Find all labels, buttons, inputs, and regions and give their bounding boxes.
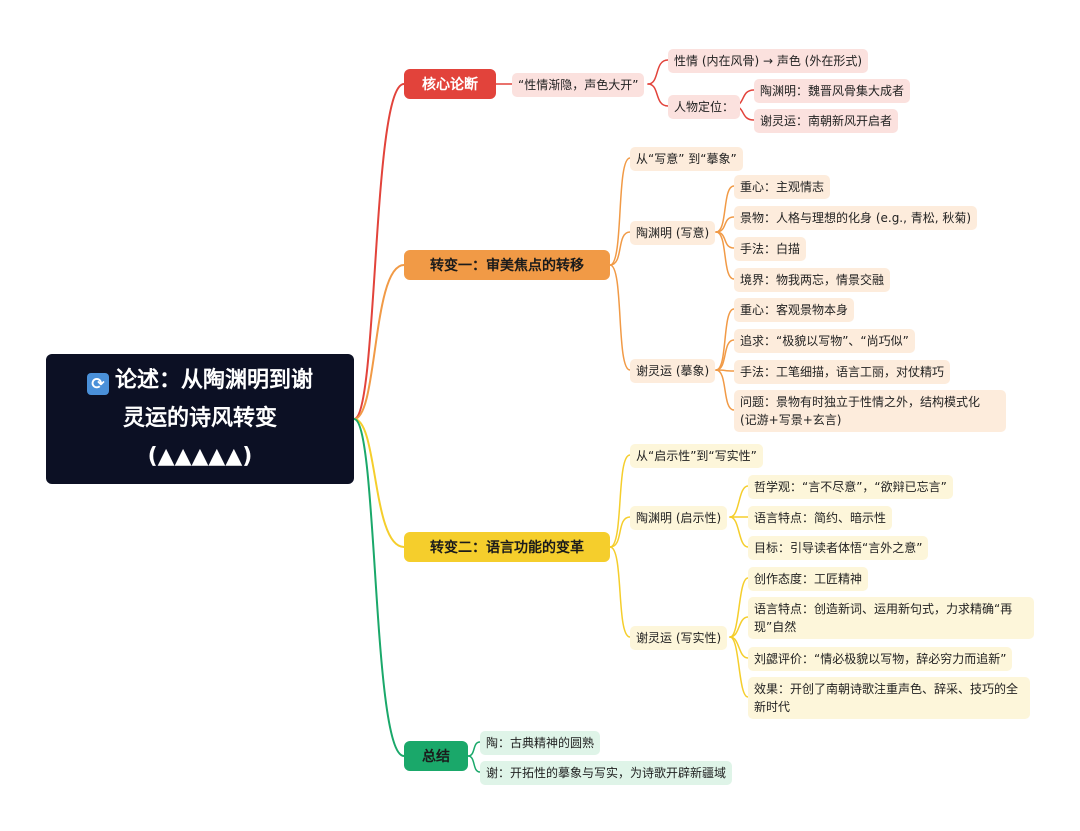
root-topic[interactable]: ⟳论述：从陶渊明到谢 灵运的诗风转变 (▲▲▲▲▲)	[46, 354, 354, 484]
shift2-tao-label[interactable]: 陶渊明 (启示性)	[630, 506, 728, 530]
shift1-xie-item[interactable]: 问题：景物有时独立于性情之外，结构模式化 (记游+写景+玄言)	[734, 390, 1006, 432]
shift1-xie-label[interactable]: 谢灵运 (摹象)	[630, 359, 716, 383]
shift2-tao-item[interactable]: 语言特点：简约、暗示性	[748, 506, 893, 530]
refresh-icon: ⟳	[86, 373, 109, 395]
topic-label: 转变一：审美焦点的转移	[430, 258, 584, 274]
core-shift-description[interactable]: 性情 (内在风骨) → 声色 (外在形式)	[668, 49, 869, 73]
summary-item-xie[interactable]: 谢：开拓性的摹象与写实，为诗歌开辟新疆域	[480, 761, 733, 785]
topic-label: 核心论断	[422, 77, 478, 93]
shift1-xie-item[interactable]: 追求：“极貌以写物”、“尚巧似”	[734, 329, 915, 353]
core-positioning-xie[interactable]: 谢灵运：南朝新风开启者	[754, 109, 899, 133]
root-title-line-3: (▲▲▲▲▲)	[147, 444, 253, 469]
shift2-tao-item[interactable]: 哲学观：“言不尽意”，“欲辩已忘言”	[748, 475, 953, 499]
topic-shift-2[interactable]: 转变二：语言功能的变革	[404, 532, 610, 562]
shift1-xie-item[interactable]: 手法：工笔细描，语言工丽，对仗精巧	[734, 360, 951, 384]
edge-root-core	[353, 83, 405, 420]
topic-summary[interactable]: 总结	[404, 741, 468, 771]
edge-root-shift2	[353, 418, 405, 548]
summary-item-tao[interactable]: 陶：古典精神的圆熟	[480, 731, 601, 755]
shift1-tao-item[interactable]: 境界：物我两忘，情景交融	[734, 268, 891, 292]
shift1-from-to[interactable]: 从“写意” 到“摹象”	[630, 147, 743, 171]
core-positioning-tao[interactable]: 陶渊明：魏晋风骨集大成者	[754, 79, 911, 103]
topic-label: 总结	[422, 749, 450, 765]
shift2-tao-item[interactable]: 目标：引导读者体悟“言外之意”	[748, 536, 929, 560]
shift2-xie-item[interactable]: 效果：开创了南朝诗歌注重声色、辞采、技巧的全新时代	[748, 677, 1030, 719]
shift1-xie-item[interactable]: 重心：客观景物本身	[734, 298, 855, 322]
shift2-from-to[interactable]: 从“启示性”到“写实性”	[630, 444, 763, 468]
topic-label: 转变二：语言功能的变革	[430, 540, 584, 556]
root-title-line-1: ⟳论述：从陶渊明到谢	[86, 362, 313, 400]
shift1-tao-item[interactable]: 重心：主观情志	[734, 175, 831, 199]
topic-shift-1[interactable]: 转变一：审美焦点的转移	[404, 250, 610, 280]
shift1-tao-item[interactable]: 景物：人格与理想的化身 (e.g., 青松, 秋菊)	[734, 206, 978, 230]
shift2-xie-item[interactable]: 创作态度：工匠精神	[748, 567, 869, 591]
shift2-xie-item[interactable]: 刘勰评价：“情必极貌以写物，辞必穷力而追新”	[748, 647, 1013, 671]
core-thesis-statement[interactable]: “性情渐隐，声色大开”	[512, 73, 645, 97]
topic-core-thesis[interactable]: 核心论断	[404, 69, 496, 99]
shift1-tao-item[interactable]: 手法：白描	[734, 237, 807, 261]
core-positioning[interactable]: 人物定位：	[668, 95, 741, 119]
root-title-line-2: 灵运的诗风转变	[122, 406, 277, 431]
shift1-tao-label[interactable]: 陶渊明 (写意)	[630, 221, 716, 245]
edge-root-shift1	[353, 264, 405, 420]
edge-root-summary	[353, 418, 405, 757]
shift2-xie-item[interactable]: 语言特点：创造新词、运用新句式，力求精确“再现”自然	[748, 597, 1034, 639]
shift2-xie-label[interactable]: 谢灵运 (写实性)	[630, 626, 728, 650]
